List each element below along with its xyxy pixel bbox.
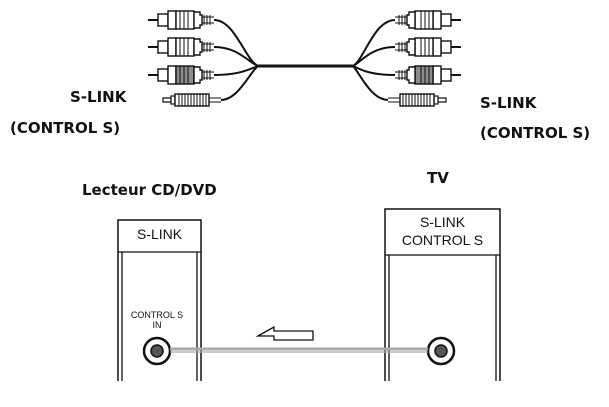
left-rca-plug-2 [147, 37, 215, 57]
tv-panel-header-line2: CONTROL S [401, 232, 484, 248]
right-s-link-plug [387, 93, 447, 107]
s-link-connection [170, 347, 428, 353]
right-control-s-label: (CONTROL S) [480, 124, 591, 142]
tv-panel [384, 208, 501, 381]
tv-control-s-jack[interactable] [426, 336, 456, 366]
right-rca-plug-1 [394, 10, 462, 30]
left-control-s-label: (CONTROL S) [10, 119, 121, 137]
cable-wires [213, 19, 396, 101]
tv-panel-header-line1: S-LINK [419, 214, 466, 230]
left-s-link-label: S-LINK [70, 88, 127, 106]
left-rca-plug-3 [147, 65, 215, 85]
signal-direction-arrow [255, 325, 314, 341]
right-rca-plug-2 [394, 37, 462, 57]
player-title: Lecteur CD/DVD [82, 181, 217, 199]
right-rca-plug-3 [394, 65, 462, 85]
player-jack-label-line1: CONTROL S [130, 310, 184, 320]
player-panel-header: S-LINK [136, 226, 183, 242]
player-panel [117, 219, 202, 381]
tv-title: TV [427, 169, 449, 187]
cable-assembly [147, 10, 462, 107]
left-s-link-plug [162, 93, 222, 107]
player-jack-label-line2: IN [152, 320, 162, 330]
control-s-in-jack[interactable] [142, 336, 172, 366]
right-s-link-label: S-LINK [480, 94, 537, 112]
left-rca-plug-1 [147, 10, 215, 30]
